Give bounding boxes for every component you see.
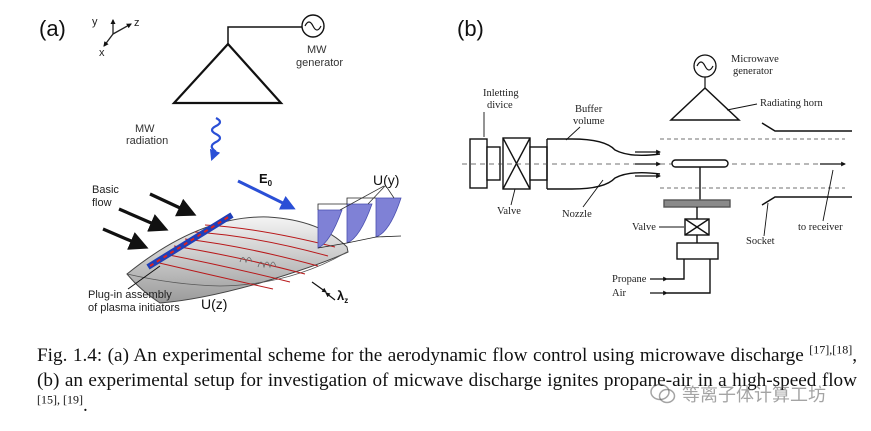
e-field-label: E0: [259, 171, 273, 188]
inletting-device: [469, 137, 548, 190]
wavelength-dimension: [311, 281, 336, 301]
flow-arrows: [635, 149, 846, 179]
panel-a: (a) y z x MW generator MW radiation: [39, 14, 402, 314]
microwave-generator-label: Microwave generator: [731, 54, 781, 77]
receiver-label: to receiver: [798, 222, 843, 233]
inletting-device-label: Inletting divice: [483, 88, 521, 111]
microwave-generator-icon: [693, 54, 717, 88]
mw-generator-label: MW generator: [296, 44, 343, 69]
uy-profile-label: U(y): [373, 172, 399, 188]
radiation-wave-icon: [209, 117, 222, 162]
air-label: Air: [612, 288, 627, 299]
e-field-arrow: [237, 179, 296, 210]
mw-radiation-label: MW radiation: [126, 123, 168, 147]
panel-a-label: (a): [39, 16, 66, 41]
nozzle-label: Nozzle: [562, 209, 592, 220]
flow-channel: [660, 138, 845, 189]
figure-caption: Fig. 1.4: (a) An experimental scheme for…: [37, 342, 857, 416]
caption-ref-2: [15], [19]: [37, 392, 83, 407]
axis-y-label: y: [92, 16, 98, 28]
wechat-icon: [650, 383, 676, 404]
mw-generator-icon: [301, 14, 325, 38]
valve-left-label: Valve: [497, 206, 521, 217]
valve-bottom-label: Valve: [632, 222, 656, 233]
propane-label: Propane: [612, 274, 647, 285]
caption-ref-1: [17],[18]: [809, 342, 853, 357]
axis-z-label: z: [134, 17, 140, 29]
fuel-injector: [663, 159, 731, 294]
basic-flow-arrows: [102, 192, 197, 250]
watermark: 等离子体计算工坊: [650, 380, 826, 408]
socket-label: Socket: [746, 236, 775, 247]
axes-icon: [103, 18, 132, 47]
plasma-initiators: [146, 212, 234, 270]
watermark-text: 等离子体计算工坊: [682, 385, 826, 406]
socket: [761, 122, 852, 206]
radiating-horn-label: Radiating horn: [760, 98, 823, 109]
uy-velocity-profiles: [317, 185, 402, 249]
plasma-assembly-pointer: [127, 265, 161, 290]
buffer-volume-label: Buffer volume: [573, 104, 605, 127]
panel-b: (b) Microwave generator Radiating horn I…: [457, 16, 852, 299]
axis-x-label: x: [99, 47, 105, 59]
airfoil-surface: [126, 212, 349, 304]
plasma-assembly-label: Plug-in assembly of plasma initiators: [88, 289, 180, 314]
uz-profile-label: U(z): [201, 296, 227, 312]
radiating-horn-icon: [669, 86, 741, 121]
horn-antenna-icon: [171, 26, 302, 105]
basic-flow-label: Basic flow: [92, 184, 122, 209]
panel-b-label: (b): [457, 16, 484, 41]
lambda-label: λz: [337, 288, 348, 305]
